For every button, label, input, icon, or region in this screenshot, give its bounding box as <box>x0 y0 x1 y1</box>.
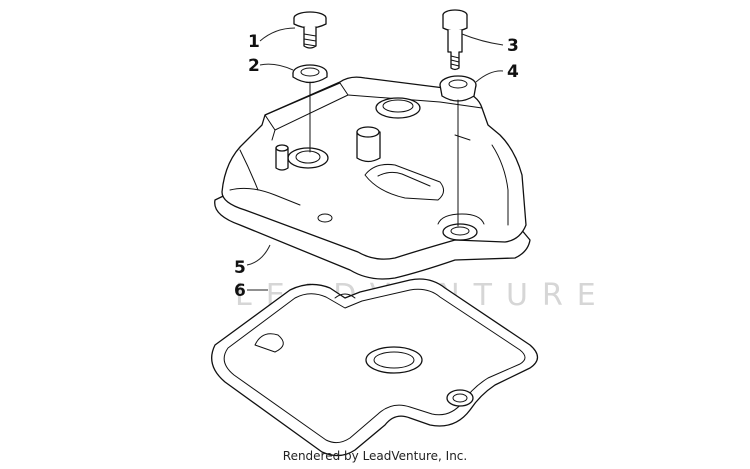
footer-credit: Rendered by LeadVenture, Inc. <box>282 449 468 463</box>
callout-4: 4 <box>475 62 519 83</box>
callout-4-number: 4 <box>507 62 519 82</box>
assembly-center-lines <box>309 81 459 227</box>
callout-2-number: 2 <box>248 56 260 76</box>
callout-1-number: 1 <box>248 32 260 52</box>
part-3-bolt <box>442 9 468 71</box>
callout-2: 2 <box>248 56 294 76</box>
callout-6: 6 <box>234 281 268 301</box>
callout-3: 3 <box>461 33 519 56</box>
part-4-grommet <box>439 75 477 102</box>
callout-1: 1 <box>248 27 296 52</box>
callout-6-number: 6 <box>234 281 246 301</box>
callout-3-number: 3 <box>507 36 519 56</box>
part-1-cap-plug <box>293 11 327 49</box>
part-6-gasket <box>211 278 539 457</box>
part-5-cylinder-head-cover <box>214 76 531 280</box>
callout-5-number: 5 <box>234 258 246 278</box>
callout-5: 5 <box>234 244 271 278</box>
part-2-washer <box>292 64 328 84</box>
